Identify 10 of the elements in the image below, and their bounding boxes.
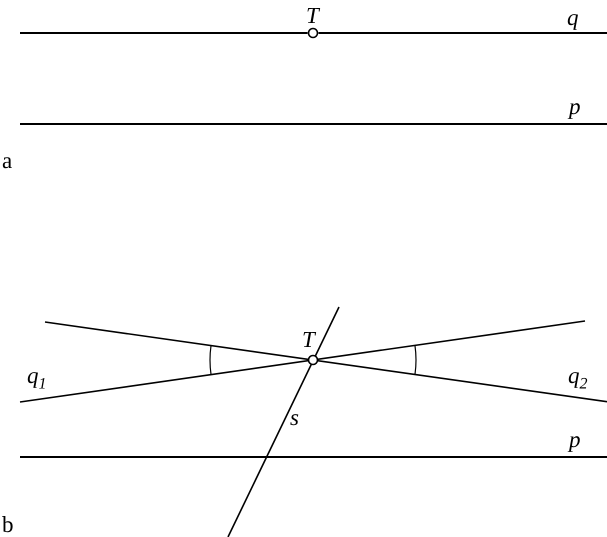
point-label: p <box>569 428 580 451</box>
point-label: q$_{2}$ <box>568 364 588 393</box>
panel-label: b <box>2 513 14 536</box>
point-label: q$_{1}$ <box>27 364 46 393</box>
panel-label: a <box>2 149 12 172</box>
point-label: p <box>569 95 580 118</box>
point-label: s <box>290 406 299 429</box>
point-label: q <box>567 6 578 29</box>
point-label: T <box>302 328 315 351</box>
point-label: T <box>306 4 319 27</box>
